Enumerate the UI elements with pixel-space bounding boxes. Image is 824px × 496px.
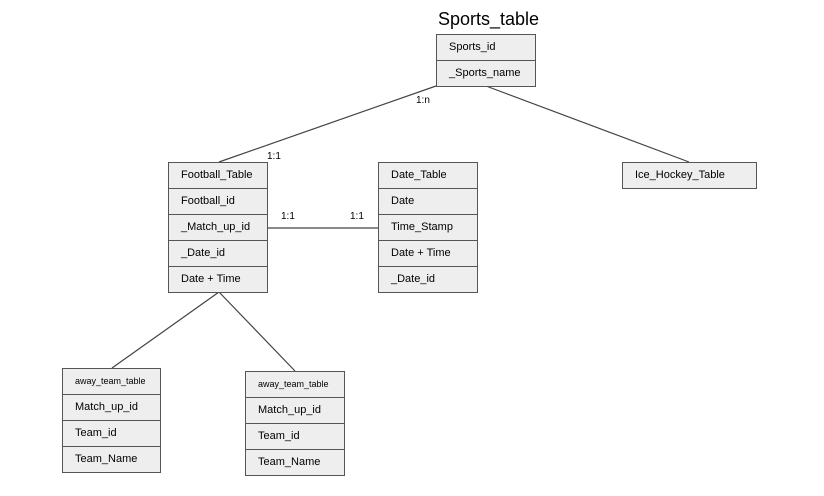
entity-row: Match_up_id bbox=[62, 395, 161, 421]
cardinality-sports-football-child: 1:1 bbox=[267, 151, 281, 162]
entity-row: Team_id bbox=[245, 424, 345, 450]
entity-row: Time_Stamp bbox=[378, 215, 478, 241]
entity-football-table[interactable]: Football_Table Football_id _Match_up_id … bbox=[168, 162, 268, 293]
cardinality-sports-football-parent: 1:n bbox=[416, 95, 430, 106]
entity-row: Team_Name bbox=[245, 450, 345, 476]
entity-row: Team_Name bbox=[62, 447, 161, 473]
entity-row: away_team_table bbox=[245, 371, 345, 398]
edge-football-home bbox=[218, 291, 296, 372]
edge-football-away bbox=[111, 291, 220, 369]
entity-row: Match_up_id bbox=[245, 398, 345, 424]
entity-row: _Sports_name bbox=[436, 61, 536, 87]
entity-row: _Date_id bbox=[378, 267, 478, 293]
entity-sports-table[interactable]: Sports_id _Sports_name bbox=[436, 34, 536, 87]
entity-away-team-table-2[interactable]: away_team_table Match_up_id Team_id Team… bbox=[245, 371, 345, 476]
entity-row: _Match_up_id bbox=[168, 215, 268, 241]
entity-row: Football_id bbox=[168, 189, 268, 215]
entity-row: Date + Time bbox=[378, 241, 478, 267]
entity-away-team-table[interactable]: away_team_table Match_up_id Team_id Team… bbox=[62, 368, 161, 473]
entity-row: Ice_Hockey_Table bbox=[622, 162, 757, 189]
edge-sports-icehockey bbox=[485, 85, 690, 163]
entity-row: Date + Time bbox=[168, 267, 268, 293]
entity-row: Date bbox=[378, 189, 478, 215]
entity-row: _Date_id bbox=[168, 241, 268, 267]
entity-date-table[interactable]: Date_Table Date Time_Stamp Date + Time _… bbox=[378, 162, 478, 293]
edge-sports-football bbox=[218, 85, 437, 163]
diagram-title: Sports_table bbox=[438, 9, 540, 29]
entity-row: Team_id bbox=[62, 421, 161, 447]
cardinality-football-date-left: 1:1 bbox=[281, 211, 295, 222]
entity-row: Date_Table bbox=[378, 162, 478, 189]
entity-row: away_team_table bbox=[62, 368, 161, 395]
entity-row: Football_Table bbox=[168, 162, 268, 189]
cardinality-football-date-right: 1:1 bbox=[350, 211, 364, 222]
entity-row: Sports_id bbox=[436, 34, 536, 61]
entity-ice-hockey-table[interactable]: Ice_Hockey_Table bbox=[622, 162, 757, 189]
